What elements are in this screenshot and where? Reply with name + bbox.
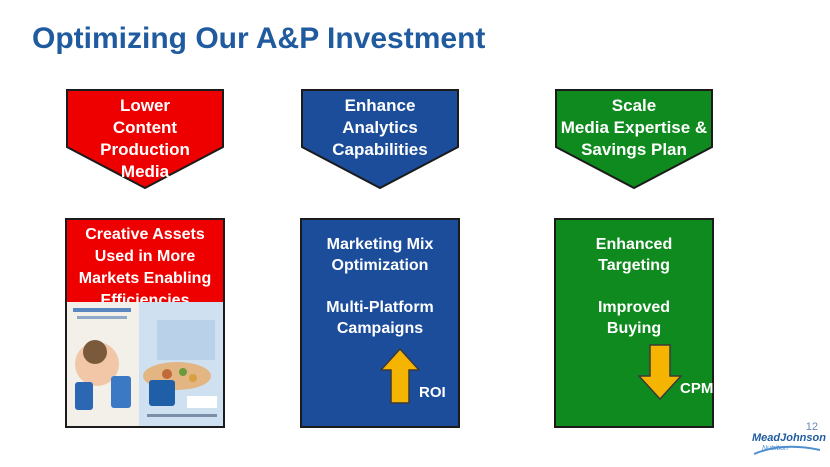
box-line: Multi-Platform xyxy=(326,299,434,316)
chevron-line: Content xyxy=(112,118,178,137)
page-number: 12 xyxy=(805,421,818,433)
logo-swoosh-icon xyxy=(753,445,821,455)
mead-johnson-logo: MeadJohnson Nutrition xyxy=(752,428,826,458)
logo-brand: MeadJohnson xyxy=(752,432,826,444)
box-marketing-mix: Marketing Mix Optimization Multi-Platfor… xyxy=(300,218,460,428)
page-title: Optimizing Our A&P Investment xyxy=(32,22,486,55)
roi-label: ROI xyxy=(419,384,446,401)
chevron-shape xyxy=(555,89,713,189)
logo-sub: Nutrition xyxy=(762,445,789,452)
chevron-line: Capabilities xyxy=(332,140,428,159)
cpms-label: CPMs xyxy=(680,380,722,397)
chevron-line: Savings Plan xyxy=(581,140,687,159)
box-line: Optimization xyxy=(331,257,429,274)
box-line: Targeting xyxy=(598,257,670,274)
box-line: Markets Enabling xyxy=(78,270,212,287)
chevron-shape xyxy=(301,89,459,189)
box-line: Campaigns xyxy=(336,320,424,337)
chevron-line: Media xyxy=(120,162,170,181)
box-creative-assets: Creative Assets Used in More Markets Ena… xyxy=(65,218,225,428)
arrow-down-icon xyxy=(638,344,682,400)
chevron-line: Media Expertise & xyxy=(560,118,708,137)
chevron-line: Production xyxy=(100,140,190,159)
box-line: Used in More xyxy=(94,248,196,265)
chevron-line: Analytics xyxy=(342,118,418,137)
advertisement-image xyxy=(67,302,223,426)
chevron-line: Scale xyxy=(611,96,657,115)
chevron-line: Lower xyxy=(119,96,171,115)
chevron-scale-media: Scale Media Expertise & Savings Plan xyxy=(555,89,713,189)
box-line: Creative Assets xyxy=(85,226,205,243)
box-line: Buying xyxy=(606,320,662,337)
chevron-lower-content: Lower Content Production Media xyxy=(66,89,224,189)
arrow-up-icon xyxy=(380,348,420,404)
box-line: Enhanced xyxy=(595,236,673,253)
chevron-enhance-analytics: Enhance Analytics Capabilities xyxy=(301,89,459,189)
chevron-shape xyxy=(66,89,224,189)
chevron-line: Enhance xyxy=(344,96,416,115)
box-line: Improved xyxy=(597,299,670,316)
box-enhanced-targeting: Enhanced Targeting Improved Buying CPMs xyxy=(554,218,722,428)
box-line: Marketing Mix xyxy=(326,236,434,253)
